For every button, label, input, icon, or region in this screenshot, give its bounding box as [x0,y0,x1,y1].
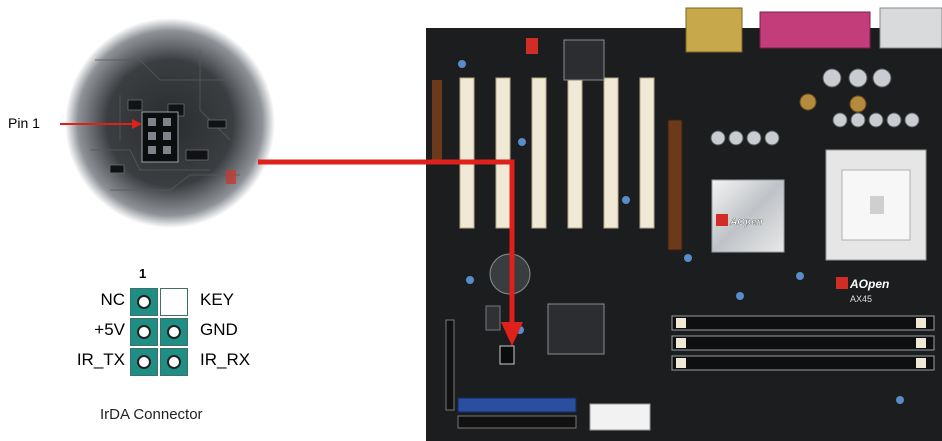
serial-port [685,7,743,53]
pin-label-irtx: IR_TX [76,350,125,369]
zoom-callout [65,18,275,228]
pin-label-nc: NC [100,290,125,309]
board-model: AX45 [850,294,872,304]
pin-cell-irrx [160,348,188,376]
atx-power-connector [589,403,651,431]
heatsink-logo: AOpen [729,217,763,228]
board-logo-mark [836,277,848,289]
pin-label-gnd: GND [200,320,238,339]
irda-pinout-grid [130,286,190,376]
pci-slots [459,77,655,229]
location-pointer-arrow [258,159,515,324]
board-logo: AOpen [849,277,889,291]
circle-pin-icon [167,355,181,369]
zoom-irda-header [141,111,179,163]
pin-label-key: KEY [200,290,235,309]
aopen-logo-mark [716,214,728,226]
circle-pin-icon [167,325,181,339]
pin-cell-gnd [160,318,188,346]
pin-cell-key [160,288,188,316]
circle-pin-icon [137,355,151,369]
pin-label-irrx: IR_RX [200,350,251,369]
location-pointer-arrowhead [501,322,523,346]
circle-pin-icon [137,325,151,339]
parallel-port [759,11,871,49]
ide-connector [457,397,577,413]
floppy-connector [457,415,577,429]
board-irda-header [499,345,515,365]
southbridge-chip [547,303,605,355]
motherboard: AOpen AOpen AX45 [426,7,942,441]
capacitors [710,68,920,146]
pin1-label: Pin 1 [8,115,40,131]
connector-caption: IrDA Connector [100,406,203,423]
circle-pin-icon [137,295,151,309]
bios-chip [563,39,605,81]
usb-port [879,7,942,49]
agp-slot [667,119,683,251]
pin1-number: 1 [139,266,147,281]
dimm-slots [671,315,935,371]
pin-label-5v: +5V [94,320,125,339]
pin-cell-5v [130,318,158,346]
cnr-slot [432,80,442,160]
pin-cell-irtx [130,348,158,376]
pin-cell-nc [130,288,158,316]
